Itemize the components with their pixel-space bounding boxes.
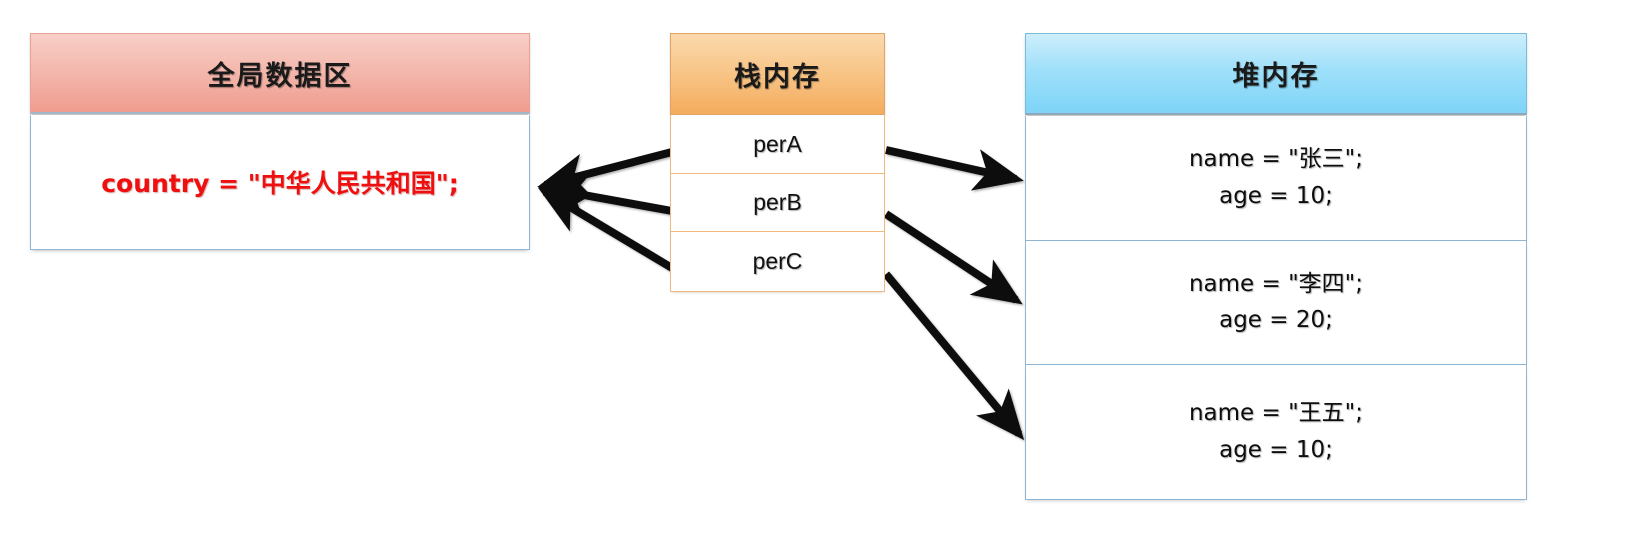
heap-object-row: name = "张三"; age = 10;	[1025, 116, 1527, 241]
arrow-perC-to-country	[538, 187, 675, 272]
heap-object-name-line: name = "王五";	[1188, 400, 1364, 427]
stack-variable-label: perC	[752, 248, 803, 274]
stack-variable-row: perC	[670, 232, 885, 292]
stack-memory-panel: 栈内存 perA perB perC	[670, 33, 885, 292]
arrow-perB-to-object-1	[883, 210, 1023, 305]
stack-memory-header: 栈内存	[670, 33, 885, 115]
global-data-area-body: country = "中华人民共和国";	[30, 115, 530, 250]
global-data-area-header: 全局数据区	[30, 33, 530, 114]
stack-memory-title: 栈内存	[734, 61, 821, 93]
heap-memory-title: 堆内存	[1232, 61, 1320, 92]
heap-memory-panel: 堆内存 name = "张三"; age = 10; name = "李四"; …	[1025, 33, 1527, 500]
heap-object-age-line: age = 10;	[1219, 436, 1333, 463]
heap-object-age-line: age = 10;	[1219, 182, 1333, 209]
arrow-perC-to-object-2	[882, 271, 1025, 441]
heap-object-name-line: name = "李四";	[1188, 270, 1364, 297]
global-variable-country: country = "中华人民共和国";	[101, 169, 459, 198]
arrow-perA-to-object-0	[885, 146, 1024, 191]
stack-variable-label: perA	[753, 130, 802, 157]
arrow-perA-to-country	[537, 148, 674, 196]
global-data-area-title: 全局数据区	[207, 60, 353, 92]
stack-variable-row: perA	[670, 115, 885, 174]
heap-object-age-line: age = 20;	[1219, 307, 1333, 333]
stack-variable-row: perB	[670, 174, 885, 232]
stack-variable-label: perB	[753, 189, 802, 215]
heap-memory-header: 堆内存	[1025, 33, 1527, 115]
heap-object-row: name = "李四"; age = 20;	[1025, 241, 1527, 365]
arrow-perB-to-country	[537, 174, 673, 217]
heap-object-name-line: name = "张三";	[1188, 146, 1364, 173]
heap-object-row: name = "王五"; age = 10;	[1025, 365, 1527, 500]
global-data-area-panel: 全局数据区 country = "中华人民共和国";	[30, 33, 530, 250]
